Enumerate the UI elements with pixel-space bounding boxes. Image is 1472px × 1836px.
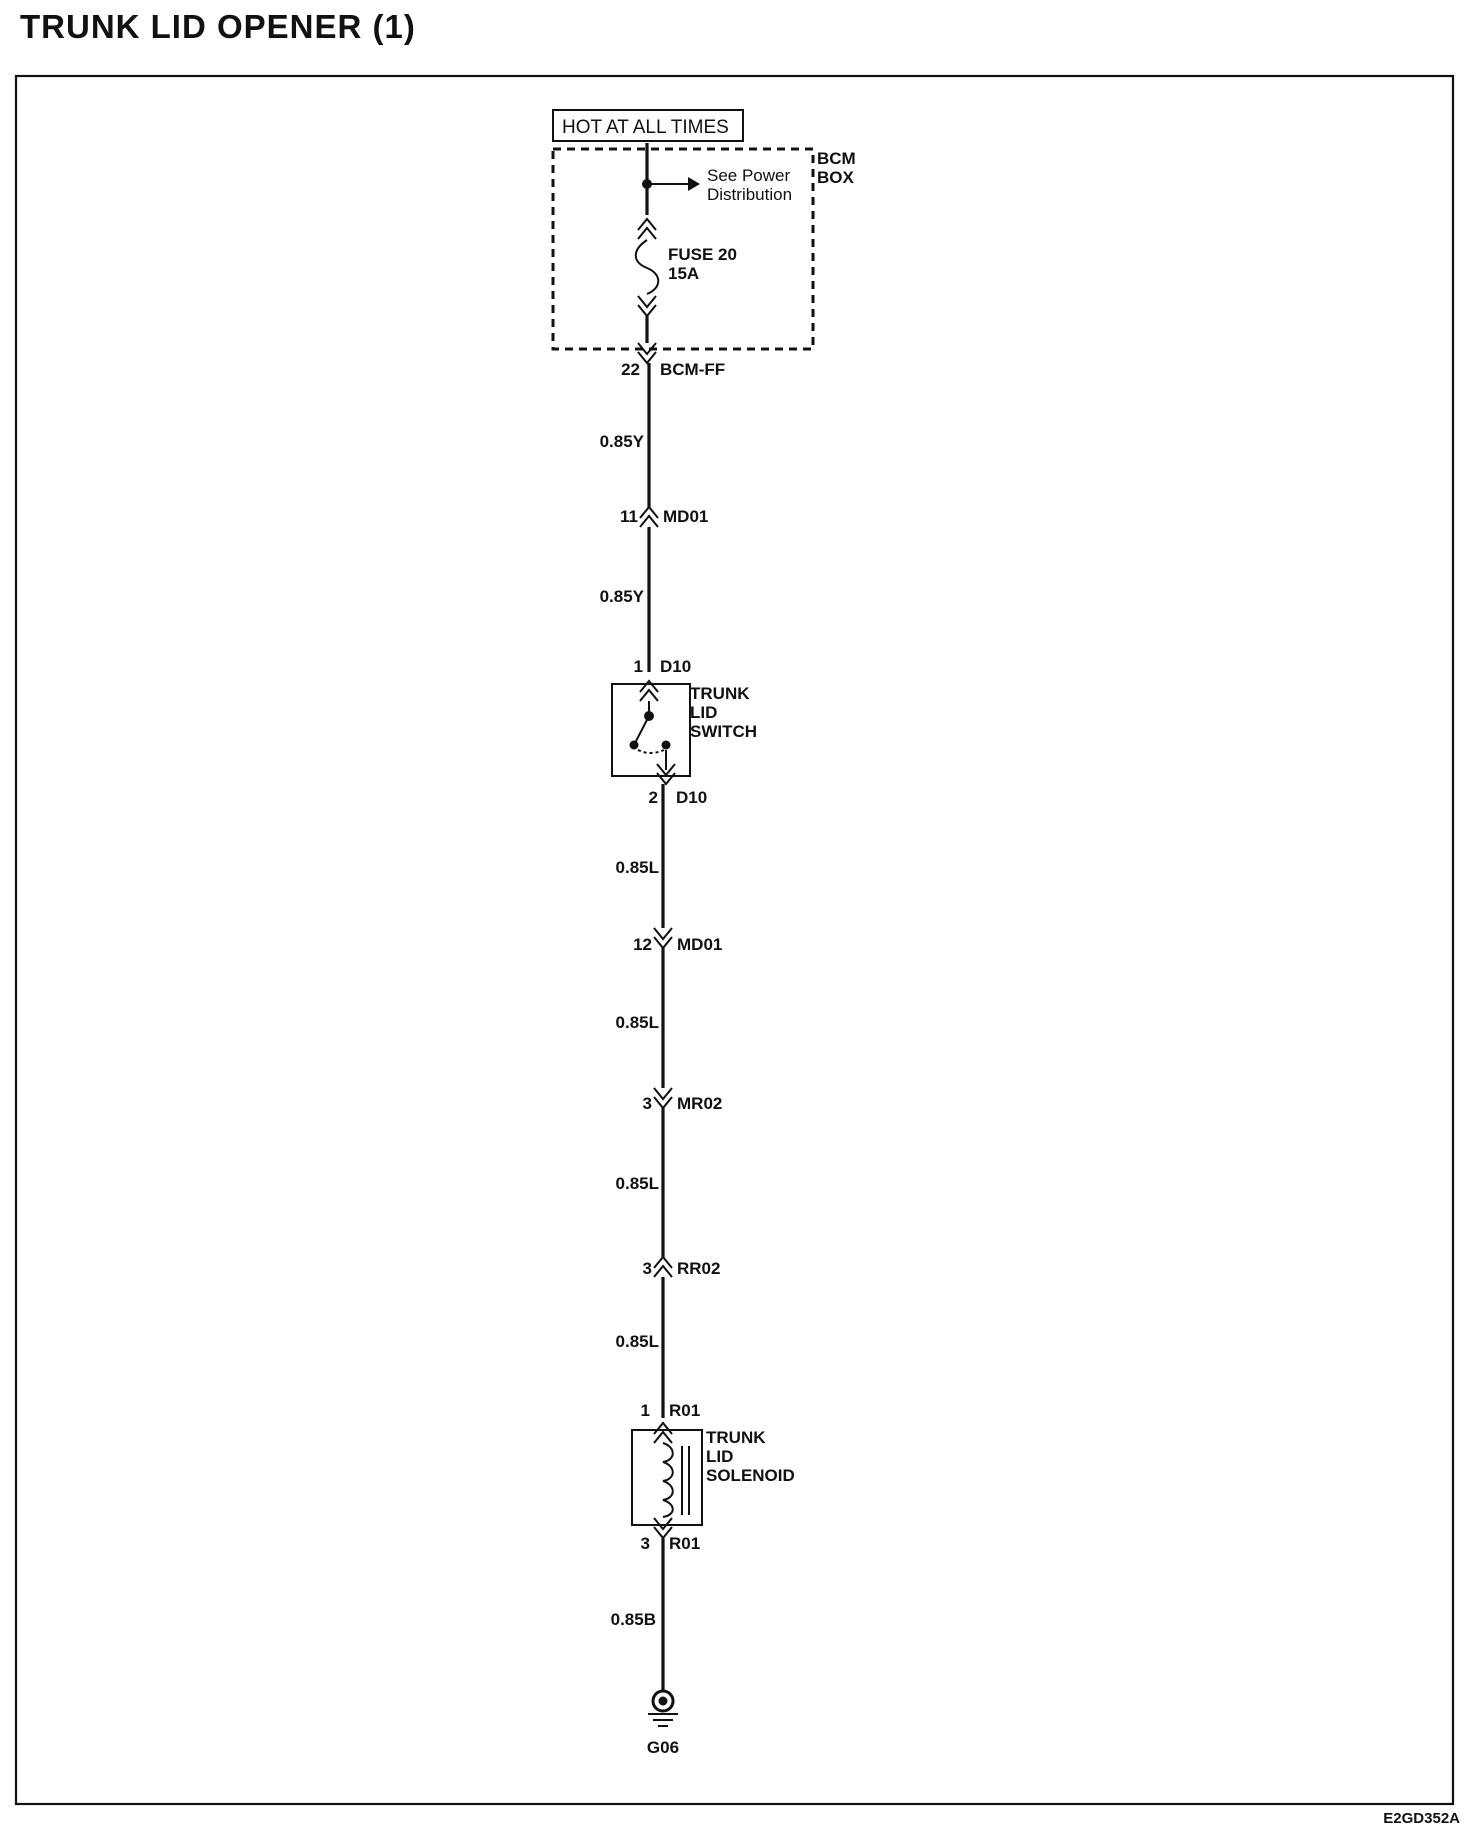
connector-md01-a-name: MD01 bbox=[663, 507, 708, 526]
see-power-label: See Power bbox=[707, 166, 790, 185]
ground-label: G06 bbox=[647, 1738, 679, 1757]
connector-bcm-ff-symbol bbox=[637, 342, 657, 365]
solenoid-terminal-top bbox=[653, 1421, 673, 1444]
connector-d10-top-pin: 1 bbox=[634, 657, 643, 676]
fuse-terminal-top bbox=[637, 217, 657, 240]
connector-mr02-symbol bbox=[653, 1087, 673, 1110]
ground-symbol bbox=[648, 1713, 678, 1727]
connector-rr02-name: RR02 bbox=[677, 1259, 720, 1278]
connector-md01-b-symbol bbox=[653, 927, 673, 950]
fuse-terminal-bottom bbox=[637, 295, 657, 318]
connector-d10-bottom-pin: 2 bbox=[649, 788, 658, 807]
fuse-rating-label: 15A bbox=[668, 264, 699, 283]
wire-5-label: 0.85L bbox=[616, 1174, 659, 1193]
switch-link-dotted bbox=[637, 749, 665, 754]
solenoid-label-1: TRUNK bbox=[706, 1428, 766, 1447]
solenoid-coil bbox=[662, 1442, 674, 1518]
connector-md01-a-pin: 11 bbox=[620, 507, 638, 526]
wire-1-label: 0.85Y bbox=[600, 432, 645, 451]
wire-3-label: 0.85L bbox=[616, 858, 659, 877]
connector-r01-top-pin: 1 bbox=[641, 1401, 650, 1420]
switch-blade bbox=[633, 715, 650, 746]
switch-contact-right bbox=[661, 740, 671, 750]
solenoid-core bbox=[681, 1446, 690, 1515]
connector-md01-b-name: MD01 bbox=[677, 935, 722, 954]
switch-terminal-bottom bbox=[656, 763, 676, 786]
connector-d10-top-name: D10 bbox=[660, 657, 691, 676]
switch-terminal-top bbox=[639, 679, 659, 702]
connector-mr02-name: MR02 bbox=[677, 1094, 722, 1113]
wire-4-label: 0.85L bbox=[616, 1013, 659, 1032]
connector-rr02-symbol bbox=[653, 1255, 673, 1278]
fuse-element bbox=[634, 239, 660, 295]
bcm-box-label: BCM bbox=[817, 149, 856, 168]
connector-bcm-ff-name: BCM-FF bbox=[660, 360, 725, 379]
switch-label-2: LID bbox=[690, 703, 717, 722]
trunk-lid-switch-body bbox=[611, 683, 691, 777]
wire-2-label: 0.85Y bbox=[600, 587, 645, 606]
page-title: TRUNK LID OPENER (1) bbox=[20, 8, 416, 45]
connector-bcm-ff-pin: 22 bbox=[621, 360, 640, 379]
hot-at-all-times-box bbox=[552, 109, 744, 142]
solenoid-label-3: SOLENOID bbox=[706, 1466, 795, 1485]
connector-md01-b-pin: 12 bbox=[633, 935, 652, 954]
bcm-box-border bbox=[551, 147, 815, 351]
solenoid-label-2: LID bbox=[706, 1447, 733, 1466]
wire-7-label: 0.85B bbox=[611, 1610, 656, 1629]
connector-mr02-pin: 3 bbox=[643, 1094, 652, 1113]
document-code: E2GD352A bbox=[1383, 1810, 1460, 1827]
connector-r01-top-name: R01 bbox=[669, 1401, 700, 1420]
fuse-name-label: FUSE 20 bbox=[668, 245, 737, 264]
connector-r01-bottom-pin: 3 bbox=[641, 1534, 650, 1553]
see-power-label-2: Distribution bbox=[707, 185, 792, 204]
diagram-frame bbox=[14, 74, 1455, 1806]
connector-rr02-pin: 3 bbox=[643, 1259, 652, 1278]
bcm-box-label-2: BOX bbox=[817, 168, 855, 187]
connector-r01-bottom-name: R01 bbox=[669, 1534, 700, 1553]
switch-label-1: TRUNK bbox=[690, 684, 750, 703]
switch-contact-left bbox=[629, 740, 639, 750]
see-power-arrow-head bbox=[688, 177, 700, 191]
switch-label-3: SWITCH bbox=[690, 722, 757, 741]
connector-md01-a-symbol bbox=[639, 505, 659, 528]
hot-at-all-times-label: HOT AT ALL TIMES bbox=[562, 117, 729, 138]
wire-6-label: 0.85L bbox=[616, 1332, 659, 1351]
ground-terminal-dot bbox=[658, 1696, 668, 1706]
connector-d10-bottom-name: D10 bbox=[676, 788, 707, 807]
